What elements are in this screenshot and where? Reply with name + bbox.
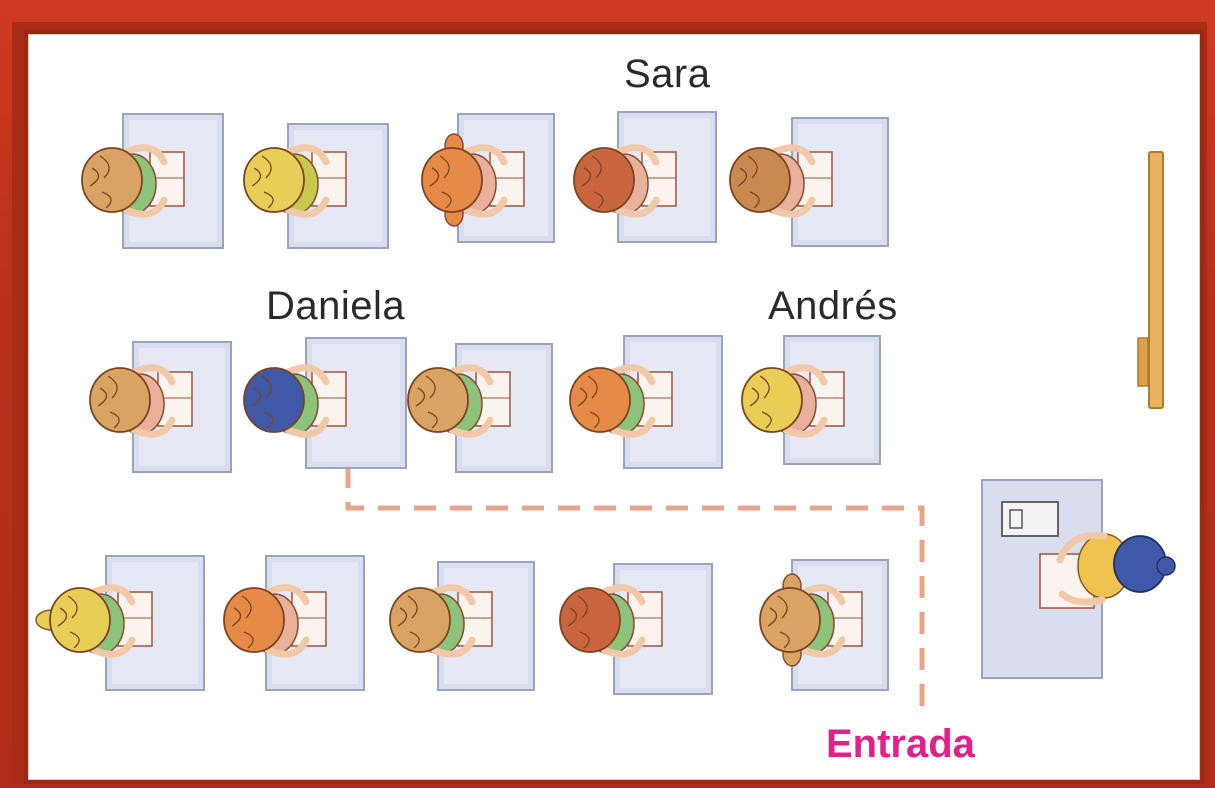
student-desk-r3-4: [559, 563, 713, 695]
teacher-desk: [981, 479, 1176, 679]
student-label-daniela: Daniela: [266, 284, 406, 328]
entrance-label: Entrada: [826, 722, 975, 766]
student-desk-r2-1: [89, 341, 232, 473]
student-label-sara: Sara: [624, 52, 711, 96]
student-desk-r3-2: [223, 555, 365, 691]
student-desk-r1-2: [243, 123, 389, 249]
student-desk-r2-5: [741, 335, 881, 465]
student-desk-r1-4: [573, 111, 717, 243]
student-desk-r1-3: [421, 113, 555, 243]
student-desk-r3-5: [759, 559, 889, 691]
student-desk-r2-2: [243, 337, 407, 469]
student-desk-r1-5: [729, 117, 889, 247]
entrance-path: [345, 466, 925, 712]
student-desk-r1-1: [81, 113, 224, 249]
student-desk-r2-4: [569, 335, 723, 469]
student-desk-r3-1: [35, 555, 205, 691]
student-desk-r2-3: [407, 343, 553, 473]
student-label-andres: Andrés: [768, 284, 898, 328]
student-desk-r3-3: [389, 561, 535, 691]
blackboard: [1137, 151, 1164, 409]
